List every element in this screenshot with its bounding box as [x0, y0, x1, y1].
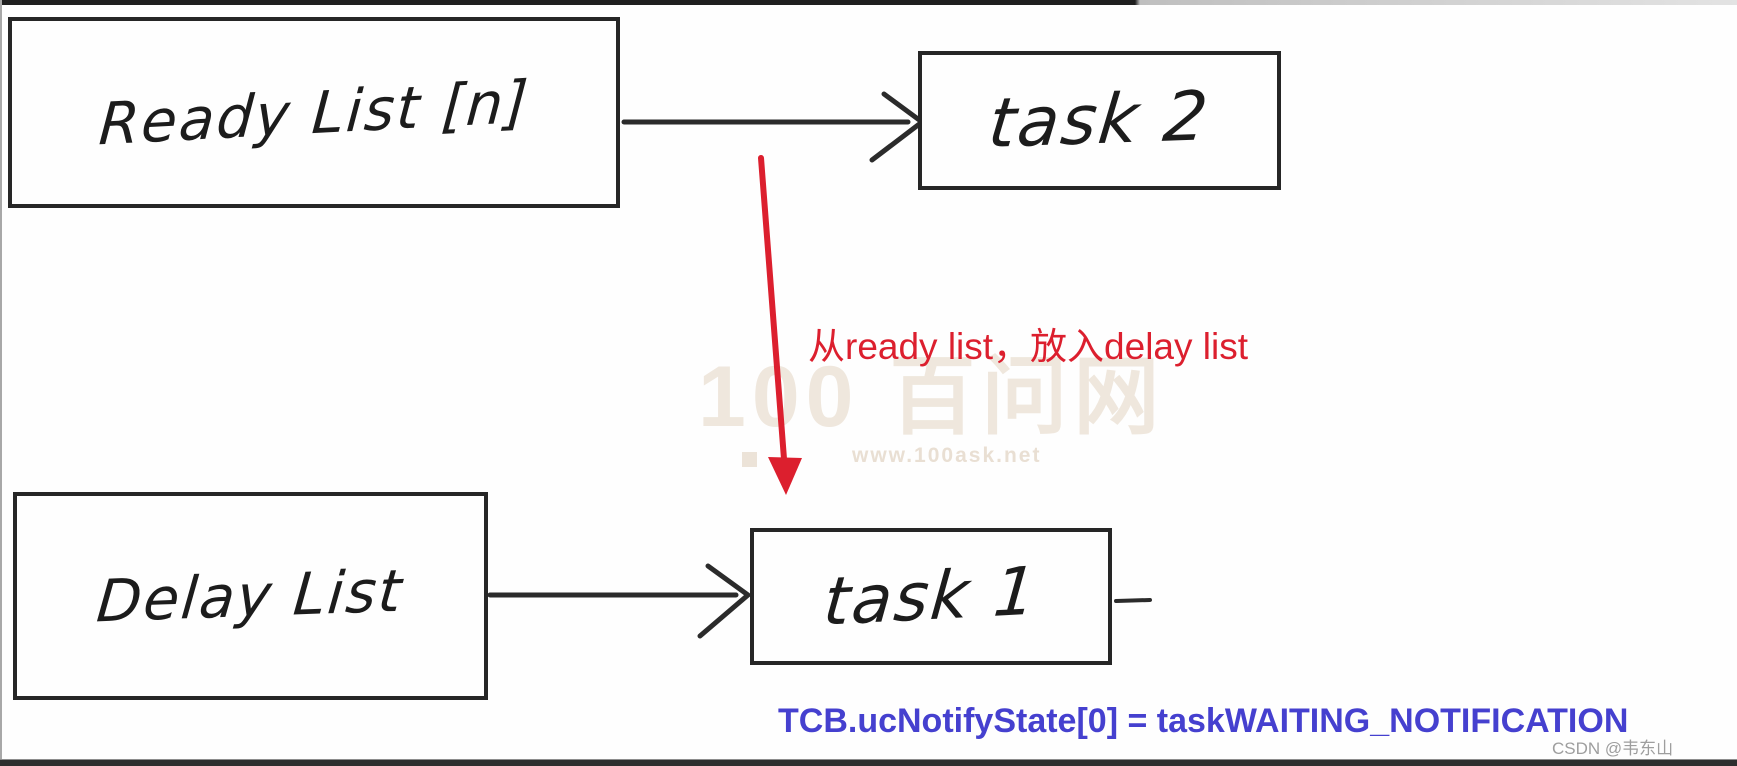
task1-right-stub-line	[1114, 598, 1152, 603]
watermark-dot-icon	[742, 452, 757, 467]
left-edge-line	[0, 0, 2, 766]
task2-label: task 2	[985, 76, 1214, 165]
notify-state-equation: TCB.ucNotifyState[0] = taskWAITING_NOTIF…	[778, 702, 1629, 740]
bottom-edge-band	[0, 759, 1737, 766]
arrow-delay-to-task1-head-icon	[697, 563, 751, 639]
task1-box: task 1	[750, 528, 1112, 665]
task2-box: task 2	[918, 51, 1281, 190]
red-move-arrow-head-icon	[768, 457, 802, 495]
ready-list-label: Ready List [n]	[96, 67, 532, 158]
watermark-100ask-url: www.100ask.net	[852, 444, 1042, 467]
delay-list-label: Delay List	[94, 556, 407, 636]
csdn-watermark: CSDN @韦东山	[1552, 739, 1674, 758]
red-annotation-text: 从ready list，放入delay list	[808, 326, 1249, 367]
arrow-ready-to-task2-head-icon	[869, 91, 925, 163]
task1-label: task 1	[820, 552, 1042, 641]
delay-list-box: Delay List	[13, 492, 488, 700]
ready-list-box: Ready List [n]	[8, 17, 620, 208]
top-edge-band	[0, 0, 1737, 5]
